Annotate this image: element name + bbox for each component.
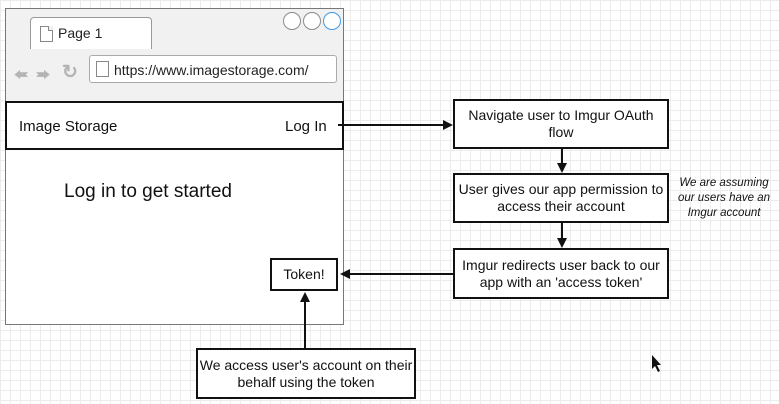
flow-step-navigate: Navigate user to Imgur OAuth flow [453, 99, 669, 149]
flow-step-access: We access user's account on their behalf… [196, 348, 416, 399]
refresh-icon[interactable]: ↻ [62, 62, 78, 83]
flow-step-redirect-text: Imgur redirects user back to our app wit… [462, 256, 660, 290]
browser-mockup: Page 1 🢘 🢚 ↻ https://www.imagestorage.co… [5, 8, 344, 325]
window-maximize-button[interactable] [323, 12, 341, 30]
document-icon [96, 61, 109, 77]
window-minimize-button[interactable] [303, 12, 321, 30]
flow-step-access-text: We access user's account on their behalf… [199, 356, 413, 390]
token-label: Token! [283, 266, 325, 282]
tab-label: Page 1 [58, 25, 103, 41]
browser-chrome: Page 1 🢘 🢚 ↻ https://www.imagestorage.co… [6, 9, 343, 102]
url-text: https://www.imagestorage.com/ [114, 62, 309, 78]
app-header: Image Storage Log In [5, 101, 344, 150]
flow-step-redirect: Imgur redirects user back to our app wit… [453, 248, 669, 299]
address-bar[interactable]: https://www.imagestorage.com/ [89, 55, 337, 83]
token-box: Token! [270, 258, 338, 291]
browser-tab[interactable]: Page 1 [30, 17, 152, 49]
flow-step-permission-text: User gives our app permission to access … [458, 181, 664, 214]
mouse-cursor-icon [652, 355, 661, 372]
app-title: Image Storage [19, 118, 118, 135]
forward-arrow-icon[interactable]: 🢚 [36, 65, 51, 85]
flow-step-navigate-text: Navigate user to Imgur OAuth flow [468, 107, 654, 140]
document-icon [40, 26, 53, 42]
assumption-note: We are assuming our users have an Imgur … [677, 177, 771, 219]
back-arrow-icon[interactable]: 🢘 [14, 65, 29, 85]
page-headline: Log in to get started [64, 181, 232, 202]
login-link[interactable]: Log In [285, 118, 327, 135]
flow-step-permission: User gives our app permission to access … [453, 173, 669, 223]
window-close-button[interactable] [283, 12, 301, 30]
